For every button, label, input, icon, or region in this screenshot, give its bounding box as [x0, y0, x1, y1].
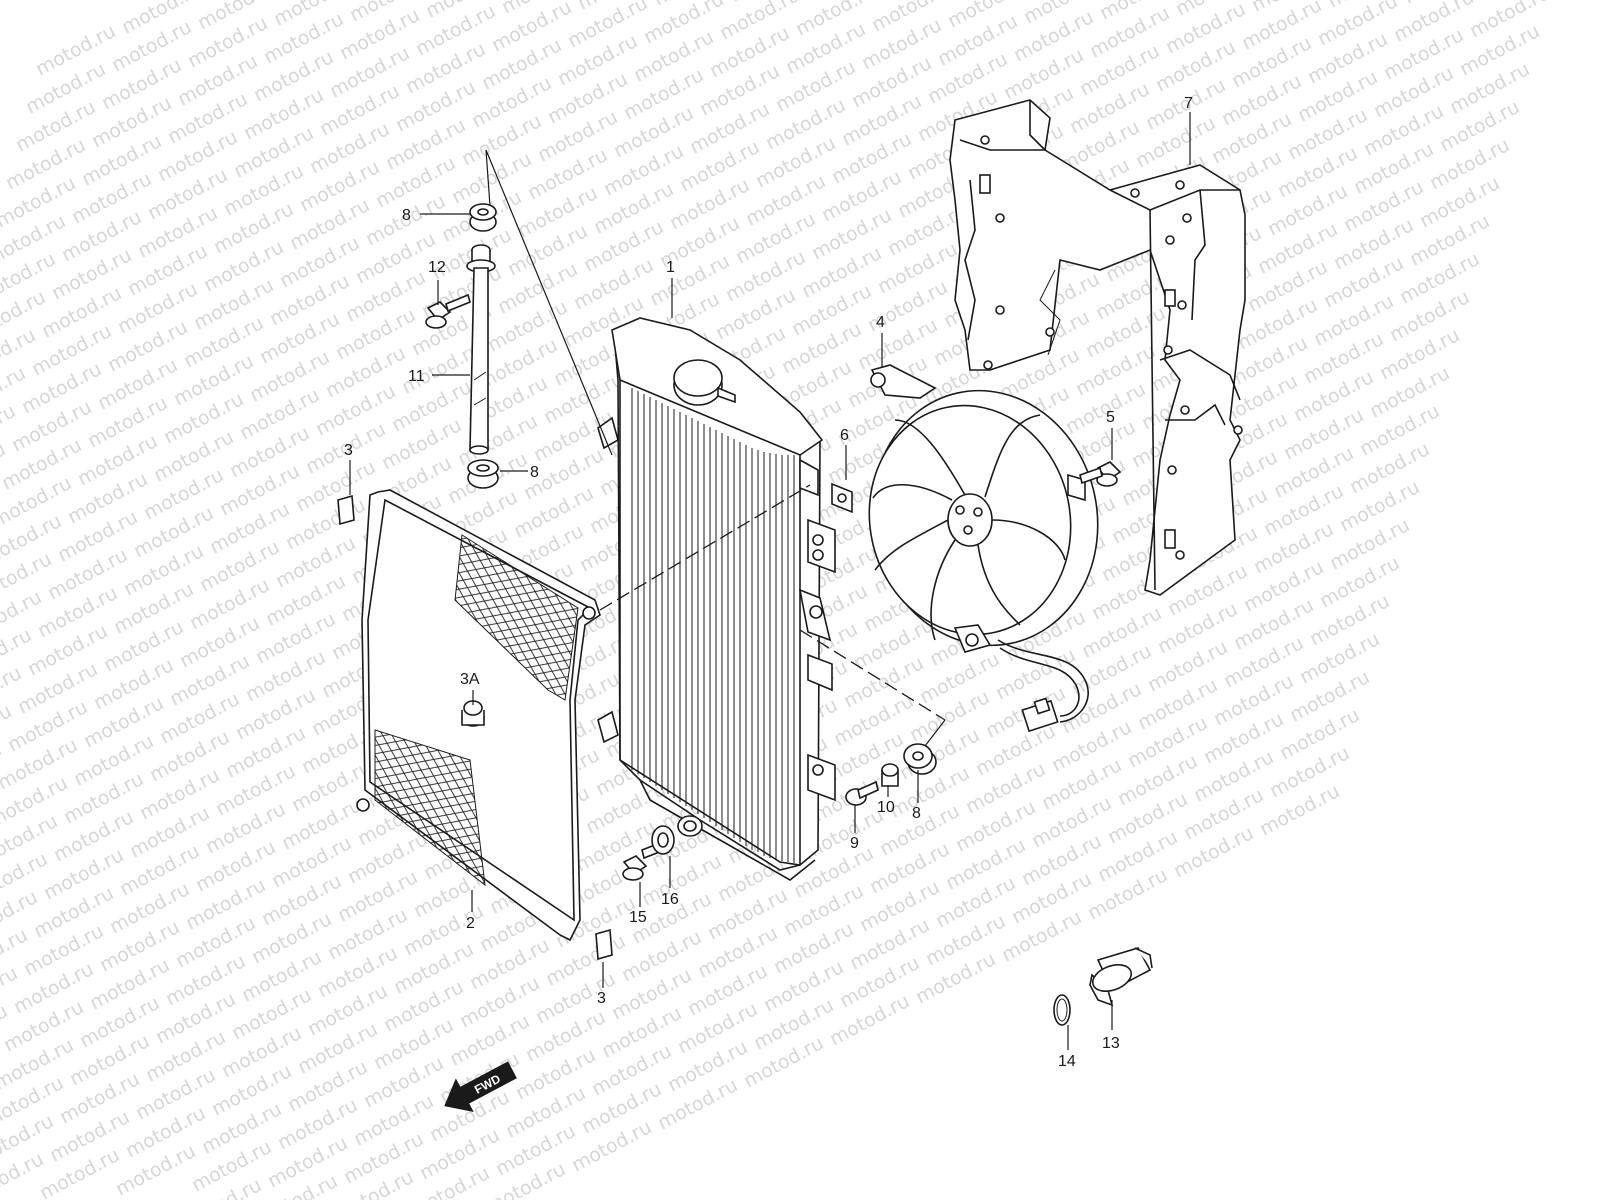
- clip-3-top: [337, 494, 355, 526]
- radiator-core-fins: [631, 388, 795, 863]
- label-part-8-top: 8: [402, 207, 411, 224]
- hose-11: [466, 244, 496, 455]
- grommet-8-top: [469, 203, 497, 232]
- grommet-3a: [461, 700, 485, 727]
- label-part-3-bottom: 3: [597, 990, 606, 1007]
- label-part-12: 12: [428, 259, 446, 276]
- label-part-6: 6: [840, 427, 849, 444]
- label-part-7: 7: [1184, 95, 1193, 112]
- label-part-4: 4: [876, 314, 885, 331]
- grommet-8-right: [903, 743, 937, 775]
- label-part-8-mid: 8: [530, 464, 539, 481]
- leader-lines: [349, 112, 1191, 1050]
- collar-10: [881, 763, 899, 787]
- label-part-1: 1: [666, 259, 675, 276]
- o-ring-14: [1053, 994, 1071, 1026]
- bolt-9: [845, 780, 879, 806]
- clip-3-bottom: [595, 928, 613, 961]
- part-labels: 1 2 3 3 3A 4 5 6 7 8 8 8 9 10 11 12 13 1…: [344, 95, 1193, 1070]
- grommet-8-mid: [467, 459, 499, 489]
- cooling-fan: [868, 364, 1099, 733]
- label-part-11: 11: [408, 368, 425, 385]
- label-part-10: 10: [877, 799, 895, 816]
- label-part-2: 2: [466, 915, 475, 932]
- washer-16: [651, 825, 675, 855]
- radiator-right-brackets: [798, 458, 836, 802]
- thermo-switch-13: [1089, 947, 1153, 1007]
- shroud-mount-holes: [980, 135, 1243, 560]
- label-part-5: 5: [1106, 409, 1115, 426]
- label-part-9: 9: [850, 835, 859, 852]
- clip-6: [831, 482, 853, 514]
- fan-shroud-panel: [949, 99, 1246, 596]
- label-part-8-right: 8: [912, 805, 921, 822]
- bolt-12: [425, 293, 471, 329]
- label-part-13: 13: [1102, 1035, 1120, 1052]
- bolt-5: [1079, 461, 1122, 487]
- radiator: [597, 317, 836, 881]
- label-part-16: 16: [661, 891, 679, 908]
- label-part-14: 14: [1058, 1053, 1076, 1070]
- radiator-filler-cap: [673, 359, 736, 406]
- label-part-3-top: 3: [344, 442, 353, 459]
- label-part-3a: 3A: [460, 671, 480, 688]
- label-part-15: 15: [629, 909, 647, 926]
- fan-blades: [872, 414, 1066, 641]
